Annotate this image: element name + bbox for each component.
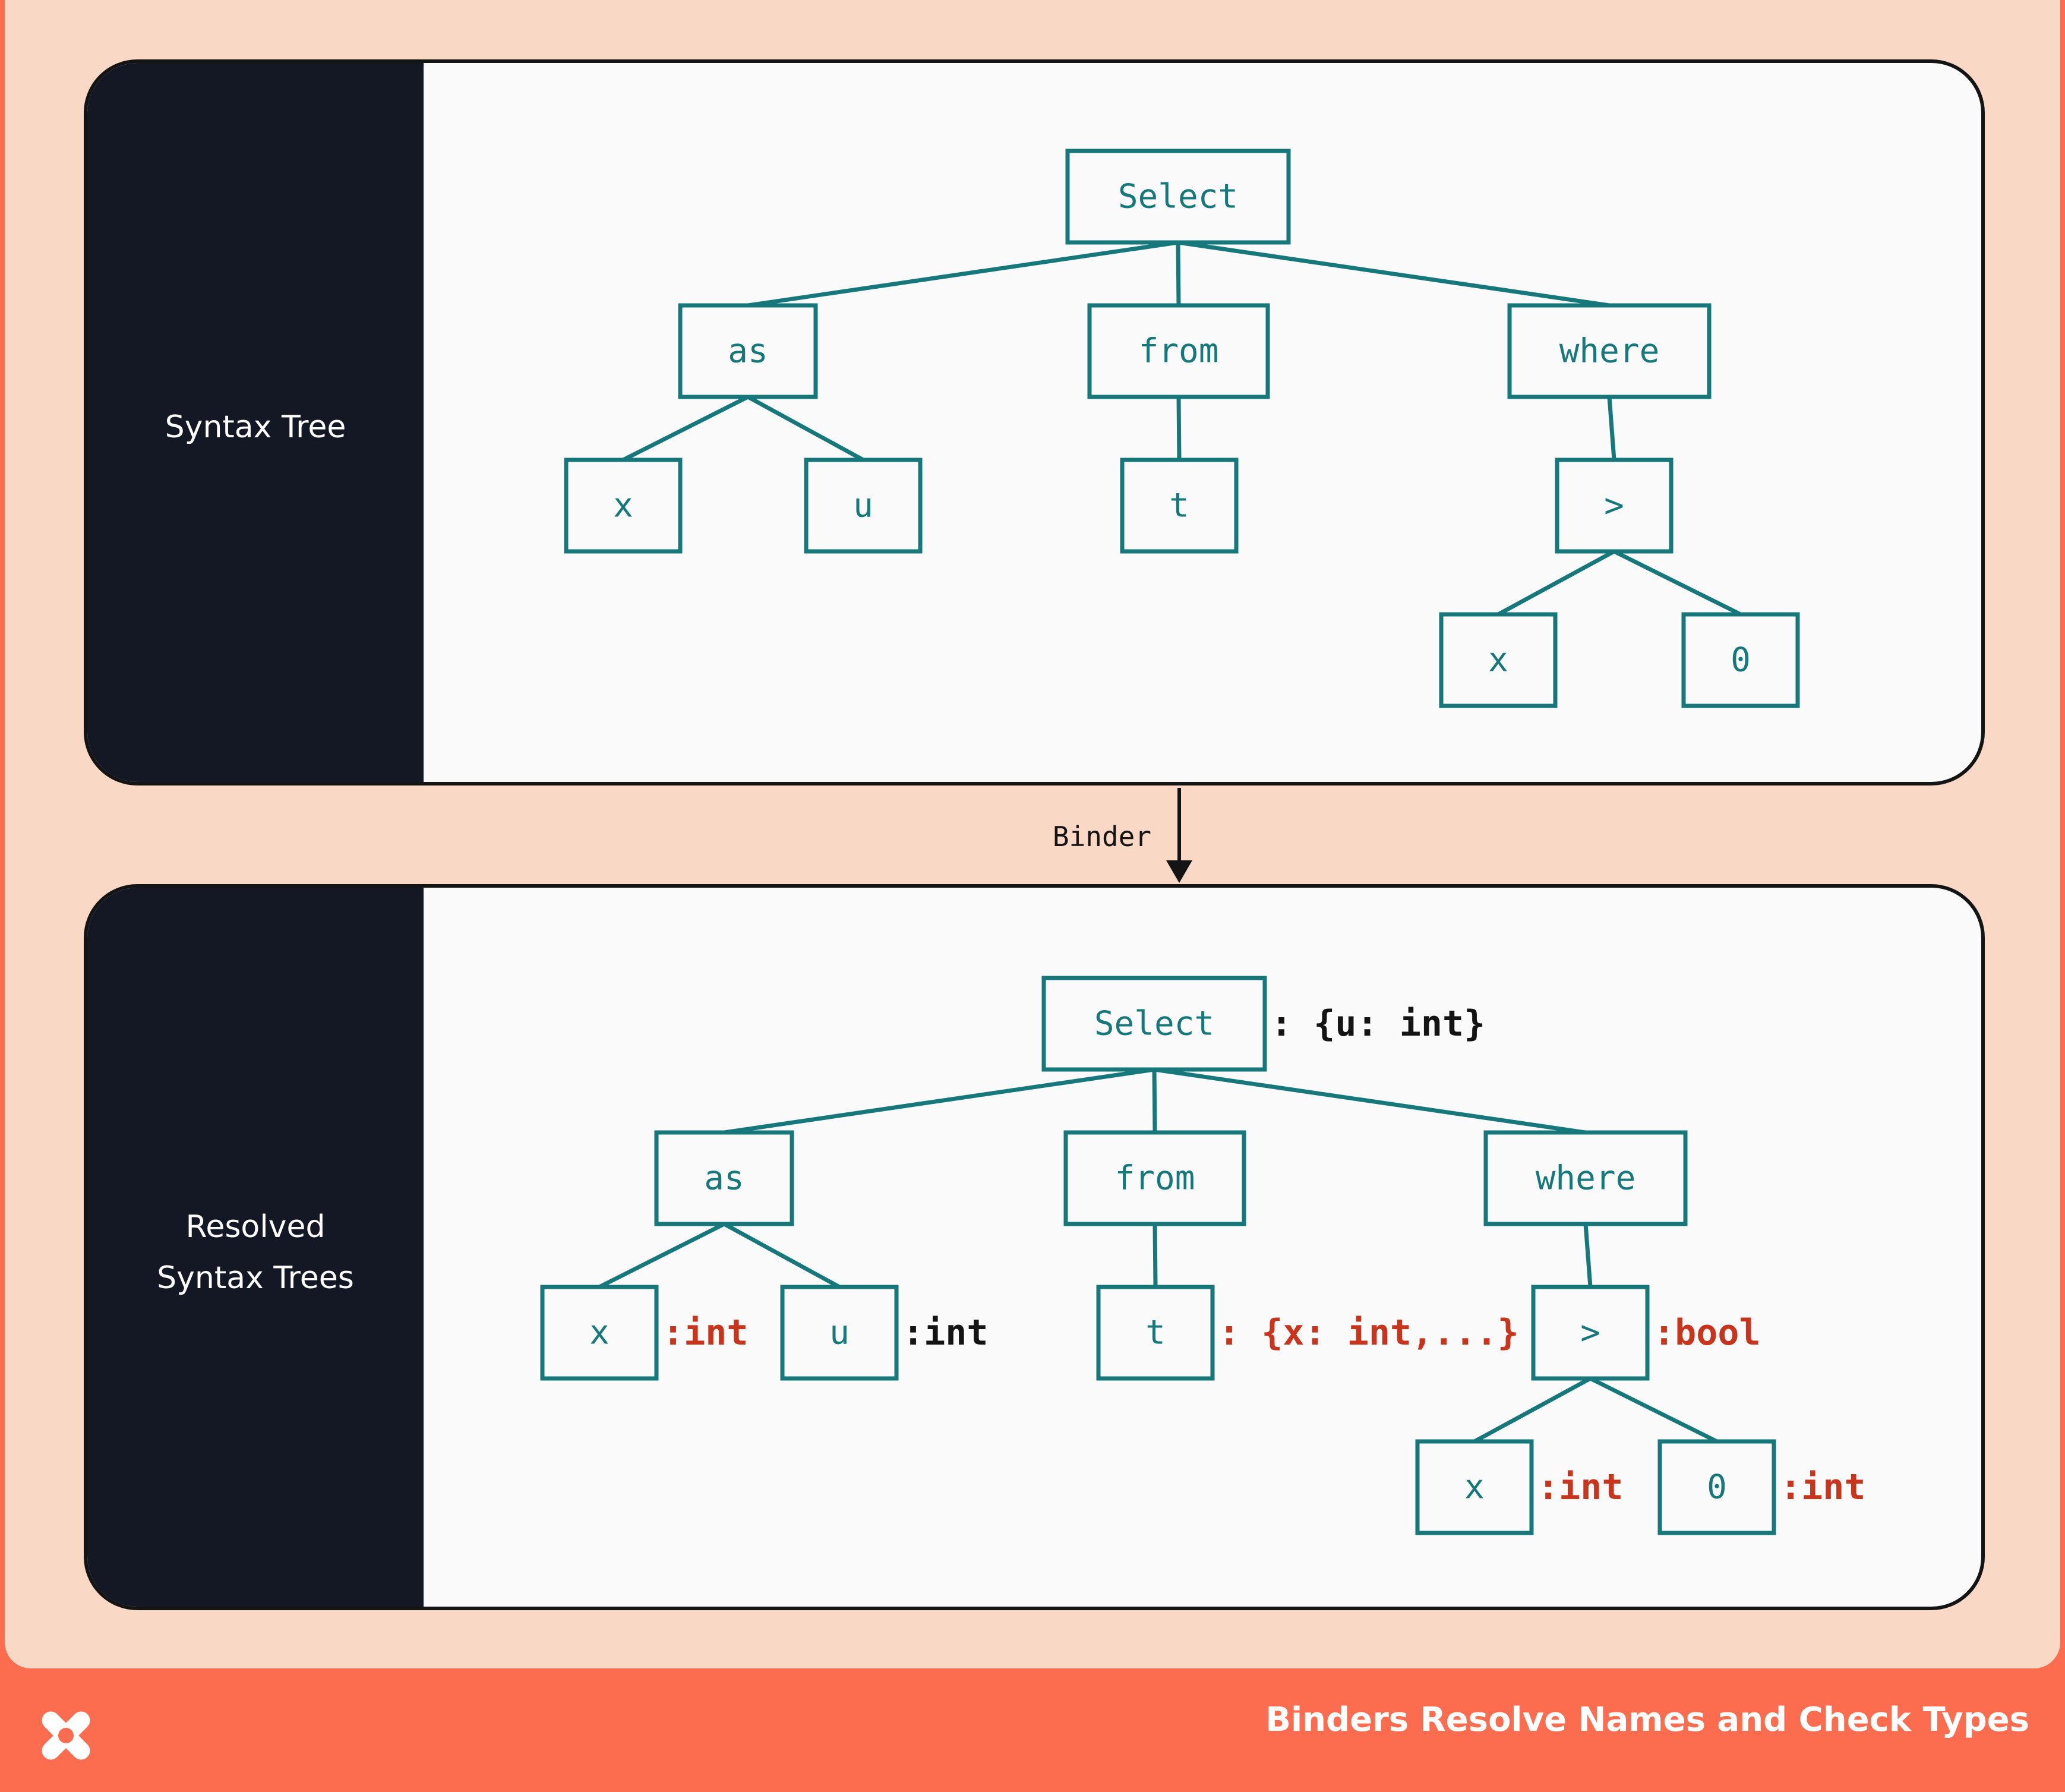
tree-node-label: Select — [1094, 1005, 1214, 1043]
tree-node-gt-0: 0 — [1657, 1439, 1776, 1535]
tree-node-as-x: x — [564, 458, 683, 554]
tree-node-label: u — [853, 487, 873, 525]
tree-node-gt: > — [1531, 1285, 1650, 1381]
tree-node-box — [540, 1285, 659, 1381]
resolved-syntax-trees-panel: Resolved Syntax Trees — [84, 884, 1985, 1610]
type-annotation-as-x: :int — [662, 1312, 749, 1354]
tree-edge-gt-gt-0 — [1589, 1376, 1718, 1444]
tree-node-label: x — [613, 487, 633, 525]
type-annotation-select: : {u: int} — [1271, 1003, 1485, 1045]
type-annotation-gt-x: :int — [1537, 1466, 1624, 1508]
tree-node-label: 0 — [1731, 641, 1751, 680]
tree-node-gt-x: x — [1439, 612, 1558, 708]
tree-node-label: from — [1139, 332, 1219, 371]
x-logo-icon — [33, 1703, 99, 1771]
tree-node-as: as — [654, 1130, 794, 1226]
tree-node-box — [1065, 149, 1291, 245]
tree-edge-as-as-u — [723, 1222, 841, 1289]
tree-node-gt-0: 0 — [1681, 612, 1800, 708]
tree-edge-select-where — [1154, 1067, 1586, 1135]
tree-node-box — [1681, 612, 1800, 708]
panel-label-background — [87, 63, 424, 782]
tree-node-box — [1657, 1439, 1776, 1535]
tree-node-where: where — [1507, 303, 1712, 399]
tree-node-from: from — [1063, 1130, 1246, 1226]
tree-node-box — [1555, 458, 1674, 554]
tree-edge-gt-gt-0 — [1613, 549, 1742, 617]
tree-node-label: as — [704, 1159, 744, 1198]
tree-node-as-x: x — [540, 1285, 659, 1381]
tree-edge-where-gt — [1607, 396, 1616, 460]
syntax-tree-panel: Syntax Tree — [84, 59, 1985, 785]
tree-node-label: x — [1488, 641, 1508, 680]
binder-arrow-head — [1166, 860, 1192, 883]
tree-node-label: x — [589, 1314, 610, 1352]
tree-node-label: > — [1604, 487, 1624, 525]
tree-node-label: where — [1536, 1159, 1636, 1198]
tree-node-as-u: u — [804, 458, 923, 554]
tree-node-box — [1096, 1285, 1215, 1381]
tree-node-box — [780, 1285, 899, 1381]
tree-node-label: u — [829, 1314, 850, 1352]
binder-arrow: Binder — [1053, 788, 1192, 883]
tree-node-label: Select — [1118, 178, 1238, 216]
tree-node-label: from — [1115, 1159, 1195, 1198]
tree-node-label: x — [1464, 1468, 1485, 1507]
tree-node-gt: > — [1555, 458, 1674, 554]
tree-edge-select-where — [1177, 240, 1610, 308]
type-annotation-as-u: :int — [902, 1312, 989, 1354]
tree-node-box — [1041, 976, 1267, 1072]
tree-node-box — [564, 458, 683, 554]
tree-node-box — [654, 1130, 794, 1226]
resolved-syntax-trees-label: Resolved Syntax Trees — [157, 1209, 354, 1296]
tree-node-box — [1531, 1285, 1650, 1381]
type-annotation-from-t: : {x: int,...} — [1218, 1312, 1519, 1354]
tree-edge-gt-gt-x — [1473, 1376, 1592, 1444]
tree-node-box — [1483, 1130, 1688, 1226]
footer-title: Binders Resolve Names and Check Types — [1265, 1700, 2029, 1739]
tree-node-label: 0 — [1707, 1468, 1727, 1507]
type-annotation-gt: :bool — [1653, 1312, 1761, 1354]
tree-node-label: t — [1145, 1314, 1166, 1352]
resolved-syntax-tree-graph: Select : {u: int} as from where x :int u :int t : … — [540, 976, 1866, 1535]
tree-node-label: as — [728, 332, 768, 371]
tree-edge-select-as — [747, 240, 1179, 308]
tree-node-where: where — [1483, 1130, 1688, 1226]
tree-node-box — [1439, 612, 1558, 708]
tree-edge-where-gt — [1583, 1223, 1593, 1288]
tree-node-box — [1120, 458, 1239, 554]
panel-label-background — [87, 888, 424, 1607]
tree-edge-gt-gt-x — [1497, 549, 1615, 617]
tree-node-from: from — [1087, 303, 1270, 399]
tree-node-as: as — [678, 303, 818, 399]
tree-edge-as-as-x — [622, 395, 749, 462]
syntax-tree-graph: Select as from where x u t > x 0 — [564, 149, 1800, 708]
tree-node-label: t — [1169, 487, 1189, 525]
type-annotation-gt-0: :int — [1780, 1466, 1866, 1508]
tree-node-box — [678, 303, 818, 399]
tree-edge-select-from — [1152, 1069, 1157, 1133]
tree-node-label: where — [1559, 332, 1660, 371]
tree-edge-as-as-u — [747, 395, 864, 462]
binder-label: Binder — [1053, 821, 1151, 853]
tree-node-gt-x: x — [1415, 1439, 1534, 1535]
tree-node-as-u: u — [780, 1285, 899, 1381]
tree-node-label: > — [1580, 1314, 1600, 1352]
tree-node-from-t: t — [1096, 1285, 1215, 1381]
tree-edge-as-as-x — [598, 1222, 725, 1289]
tree-node-box — [1063, 1130, 1246, 1226]
tree-node-from-t: t — [1120, 458, 1239, 554]
tree-node-select: Select — [1041, 976, 1267, 1072]
tree-node-select: Select — [1065, 149, 1291, 245]
tree-node-box — [804, 458, 923, 554]
tree-node-box — [1415, 1439, 1534, 1535]
tree-edge-select-as — [724, 1067, 1155, 1135]
tree-edge-select-from — [1176, 242, 1181, 306]
tree-node-box — [1087, 303, 1270, 399]
syntax-tree-label: Syntax Tree — [165, 409, 346, 445]
tree-node-box — [1507, 303, 1712, 399]
